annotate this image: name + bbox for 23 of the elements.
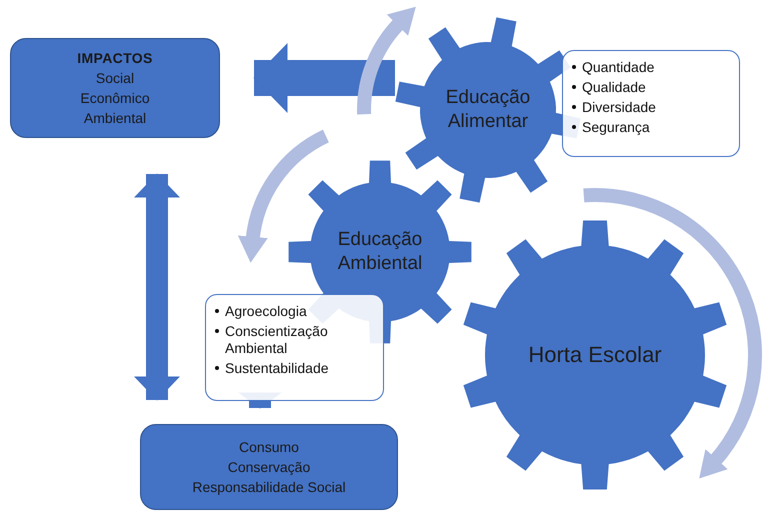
list-item: Quantidade [582, 58, 654, 77]
rounded-box [10, 38, 220, 138]
gear-label: Educação Alimentar [444, 86, 532, 134]
block-arrow [134, 174, 180, 400]
box-text: Ambiental [84, 109, 146, 128]
box-heading: IMPACTOS [77, 49, 153, 68]
gear-label: Educação Ambiental [336, 228, 424, 276]
box-text: Consumo [239, 438, 299, 457]
bullet-list-box [562, 50, 740, 157]
block-arrow [254, 43, 395, 113]
list-item: Qualidade [582, 78, 646, 97]
gear-label: Horta Escolar [528, 341, 662, 369]
box-text: Conservação [228, 458, 310, 477]
box-text: Econômico [80, 89, 150, 108]
list-item: Agroecologia [225, 302, 307, 321]
rounded-box [140, 424, 398, 510]
box-text: Social [96, 69, 134, 88]
list-item: Conscientização Ambiental [225, 322, 329, 358]
list-item: Sustentabilidade [225, 358, 329, 378]
list-item: Diversidade [582, 98, 656, 116]
list-item: Segurança [582, 118, 650, 137]
bullet-list-box [205, 294, 384, 401]
box-text: Responsabilidade Social [192, 478, 346, 497]
